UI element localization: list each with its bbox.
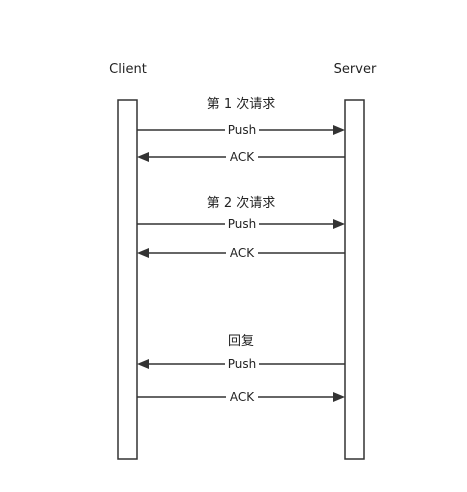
message-label: ACK	[230, 390, 255, 404]
group-1-title: 第 1 次请求	[207, 96, 276, 112]
message-arrow: ACK	[137, 245, 345, 261]
message-label: ACK	[230, 246, 255, 260]
server-lifeline	[344, 99, 365, 460]
message-arrow: ACK	[137, 389, 345, 405]
message-label: Push	[228, 217, 257, 231]
group-3-title: 回复	[228, 334, 254, 349]
group-2-title: 第 2 次请求	[207, 195, 276, 211]
message-label: Push	[228, 357, 257, 371]
message-label: ACK	[230, 150, 255, 164]
client-lifeline	[117, 99, 138, 460]
server-label: Server	[334, 62, 377, 77]
message-label: Push	[228, 123, 257, 137]
client-label: Client	[109, 62, 147, 77]
message-arrow: ACK	[137, 149, 345, 165]
message-arrow: Push	[137, 122, 345, 138]
message-arrow: Push	[137, 356, 345, 372]
message-arrow: Push	[137, 216, 345, 232]
